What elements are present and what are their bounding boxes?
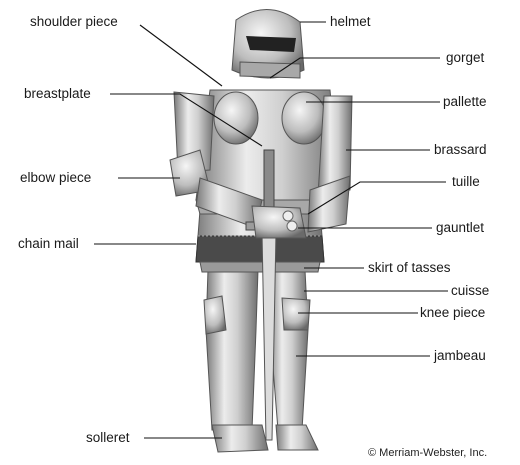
label-gorget: gorget — [446, 50, 484, 66]
gauntlets — [252, 206, 306, 238]
label-tuille: tuille — [452, 174, 480, 190]
label-breastplate: breastplate — [24, 86, 91, 102]
label-pallette: pallette — [443, 94, 487, 110]
label-cuisse: cuisse — [451, 283, 489, 299]
copyright-credit: © Merriam-Webster, Inc. — [368, 447, 487, 459]
left-leg — [204, 270, 268, 452]
label-brassard: brassard — [434, 142, 487, 158]
label-knee-piece: knee piece — [420, 305, 485, 321]
label-jambeau: jambeau — [434, 348, 486, 364]
label-shoulder-piece: shoulder piece — [30, 14, 118, 30]
label-helmet: helmet — [330, 14, 371, 30]
label-skirt-of-tasses: skirt of tasses — [368, 260, 451, 276]
right-leg — [268, 270, 318, 450]
label-solleret: solleret — [86, 430, 130, 446]
helmet-illustration — [232, 9, 304, 78]
label-chain-mail: chain mail — [18, 236, 79, 252]
label-elbow-piece: elbow piece — [20, 170, 91, 186]
label-gauntlet: gauntlet — [436, 220, 484, 236]
